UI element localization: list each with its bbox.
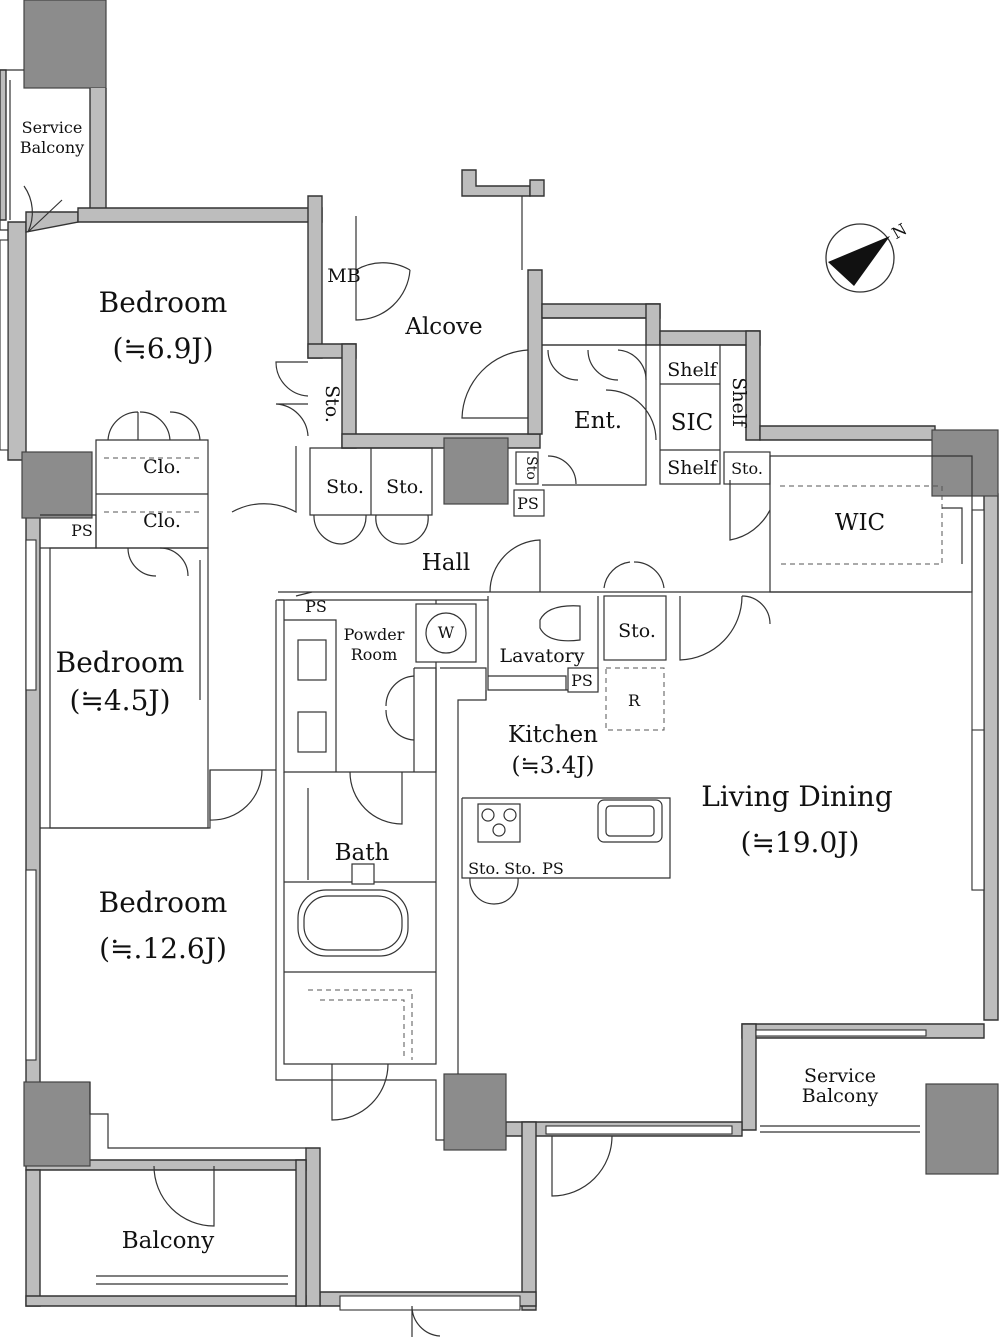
label-lavatory: Lavatory	[500, 645, 585, 667]
label-bedroom-2-area: (≒4.5J)	[69, 684, 170, 717]
label-kitchen-area: (≒3.4J)	[511, 753, 594, 779]
label-entrance: Ent.	[574, 408, 622, 434]
label-shelf-bottom: Shelf	[667, 457, 719, 479]
service-balcony-top	[0, 0, 107, 231]
label-shelf-top: Shelf	[667, 359, 719, 381]
label-wic: WIC	[835, 510, 885, 536]
compass-icon: N	[825, 220, 910, 293]
label-sto-kitchen-2: Sto.	[504, 859, 536, 878]
label-powder-room-2: Room	[351, 645, 397, 664]
label-kitchen: Kitchen	[508, 722, 598, 748]
label-service-balcony-top-2: Balcony	[20, 138, 84, 157]
label-washer: W	[438, 623, 455, 642]
label-sto-vertical: Sto.	[321, 385, 343, 423]
label-sto-kitchen-1: Sto.	[468, 859, 500, 878]
label-refrigerator: R	[628, 691, 641, 710]
compass-label: N	[888, 220, 910, 243]
doors	[23, 185, 920, 1337]
label-bedroom-1-area: (≒6.9J)	[112, 332, 213, 365]
label-bedroom-3-area: (≒.12.6J)	[99, 932, 227, 965]
label-bedroom-2: Bedroom	[56, 646, 185, 679]
label-sto-wic: Sto.	[731, 459, 763, 478]
structural-columns	[21, 429, 999, 1175]
label-ps-entrance: PS	[517, 494, 539, 513]
label-closet-2: Clo.	[143, 510, 181, 532]
interior-walls	[40, 317, 973, 1149]
label-sic: SIC	[671, 410, 713, 436]
room-labels: Service Balcony Bedroom (≒6.9J) MB Alcov…	[20, 118, 893, 1254]
label-balcony: Balcony	[122, 1228, 215, 1254]
label-ps-powder: PS	[305, 597, 327, 616]
label-shelf-side: Shelf	[728, 377, 750, 429]
label-ps-kitchen: PS	[542, 859, 564, 878]
label-sto-hall-2: Sto.	[386, 476, 424, 498]
label-service-balcony-top-1: Service	[22, 118, 83, 137]
label-sto-hall-1: Sto.	[326, 476, 364, 498]
label-sto-lavatory: Sto.	[618, 620, 656, 642]
label-alcove: Alcove	[404, 314, 482, 340]
label-ps-lavatory: PS	[571, 671, 593, 690]
label-bedroom-3: Bedroom	[99, 886, 228, 919]
label-hall: Hall	[422, 550, 470, 576]
windows	[0, 239, 985, 1311]
label-closet-1: Clo.	[143, 456, 181, 478]
label-mb: MB	[327, 265, 360, 287]
label-service-balcony-right-2: Balcony	[802, 1085, 879, 1107]
label-living-dining: Living Dining	[701, 780, 893, 813]
label-sto-small: Sto	[523, 456, 539, 480]
label-ps-left: PS	[71, 521, 93, 540]
label-bath: Bath	[335, 840, 390, 866]
label-powder-room-1: Powder	[344, 625, 405, 644]
label-service-balcony-right-1: Service	[804, 1065, 876, 1087]
label-bedroom-1: Bedroom	[99, 286, 228, 319]
label-living-dining-area: (≒19.0J)	[741, 826, 860, 859]
